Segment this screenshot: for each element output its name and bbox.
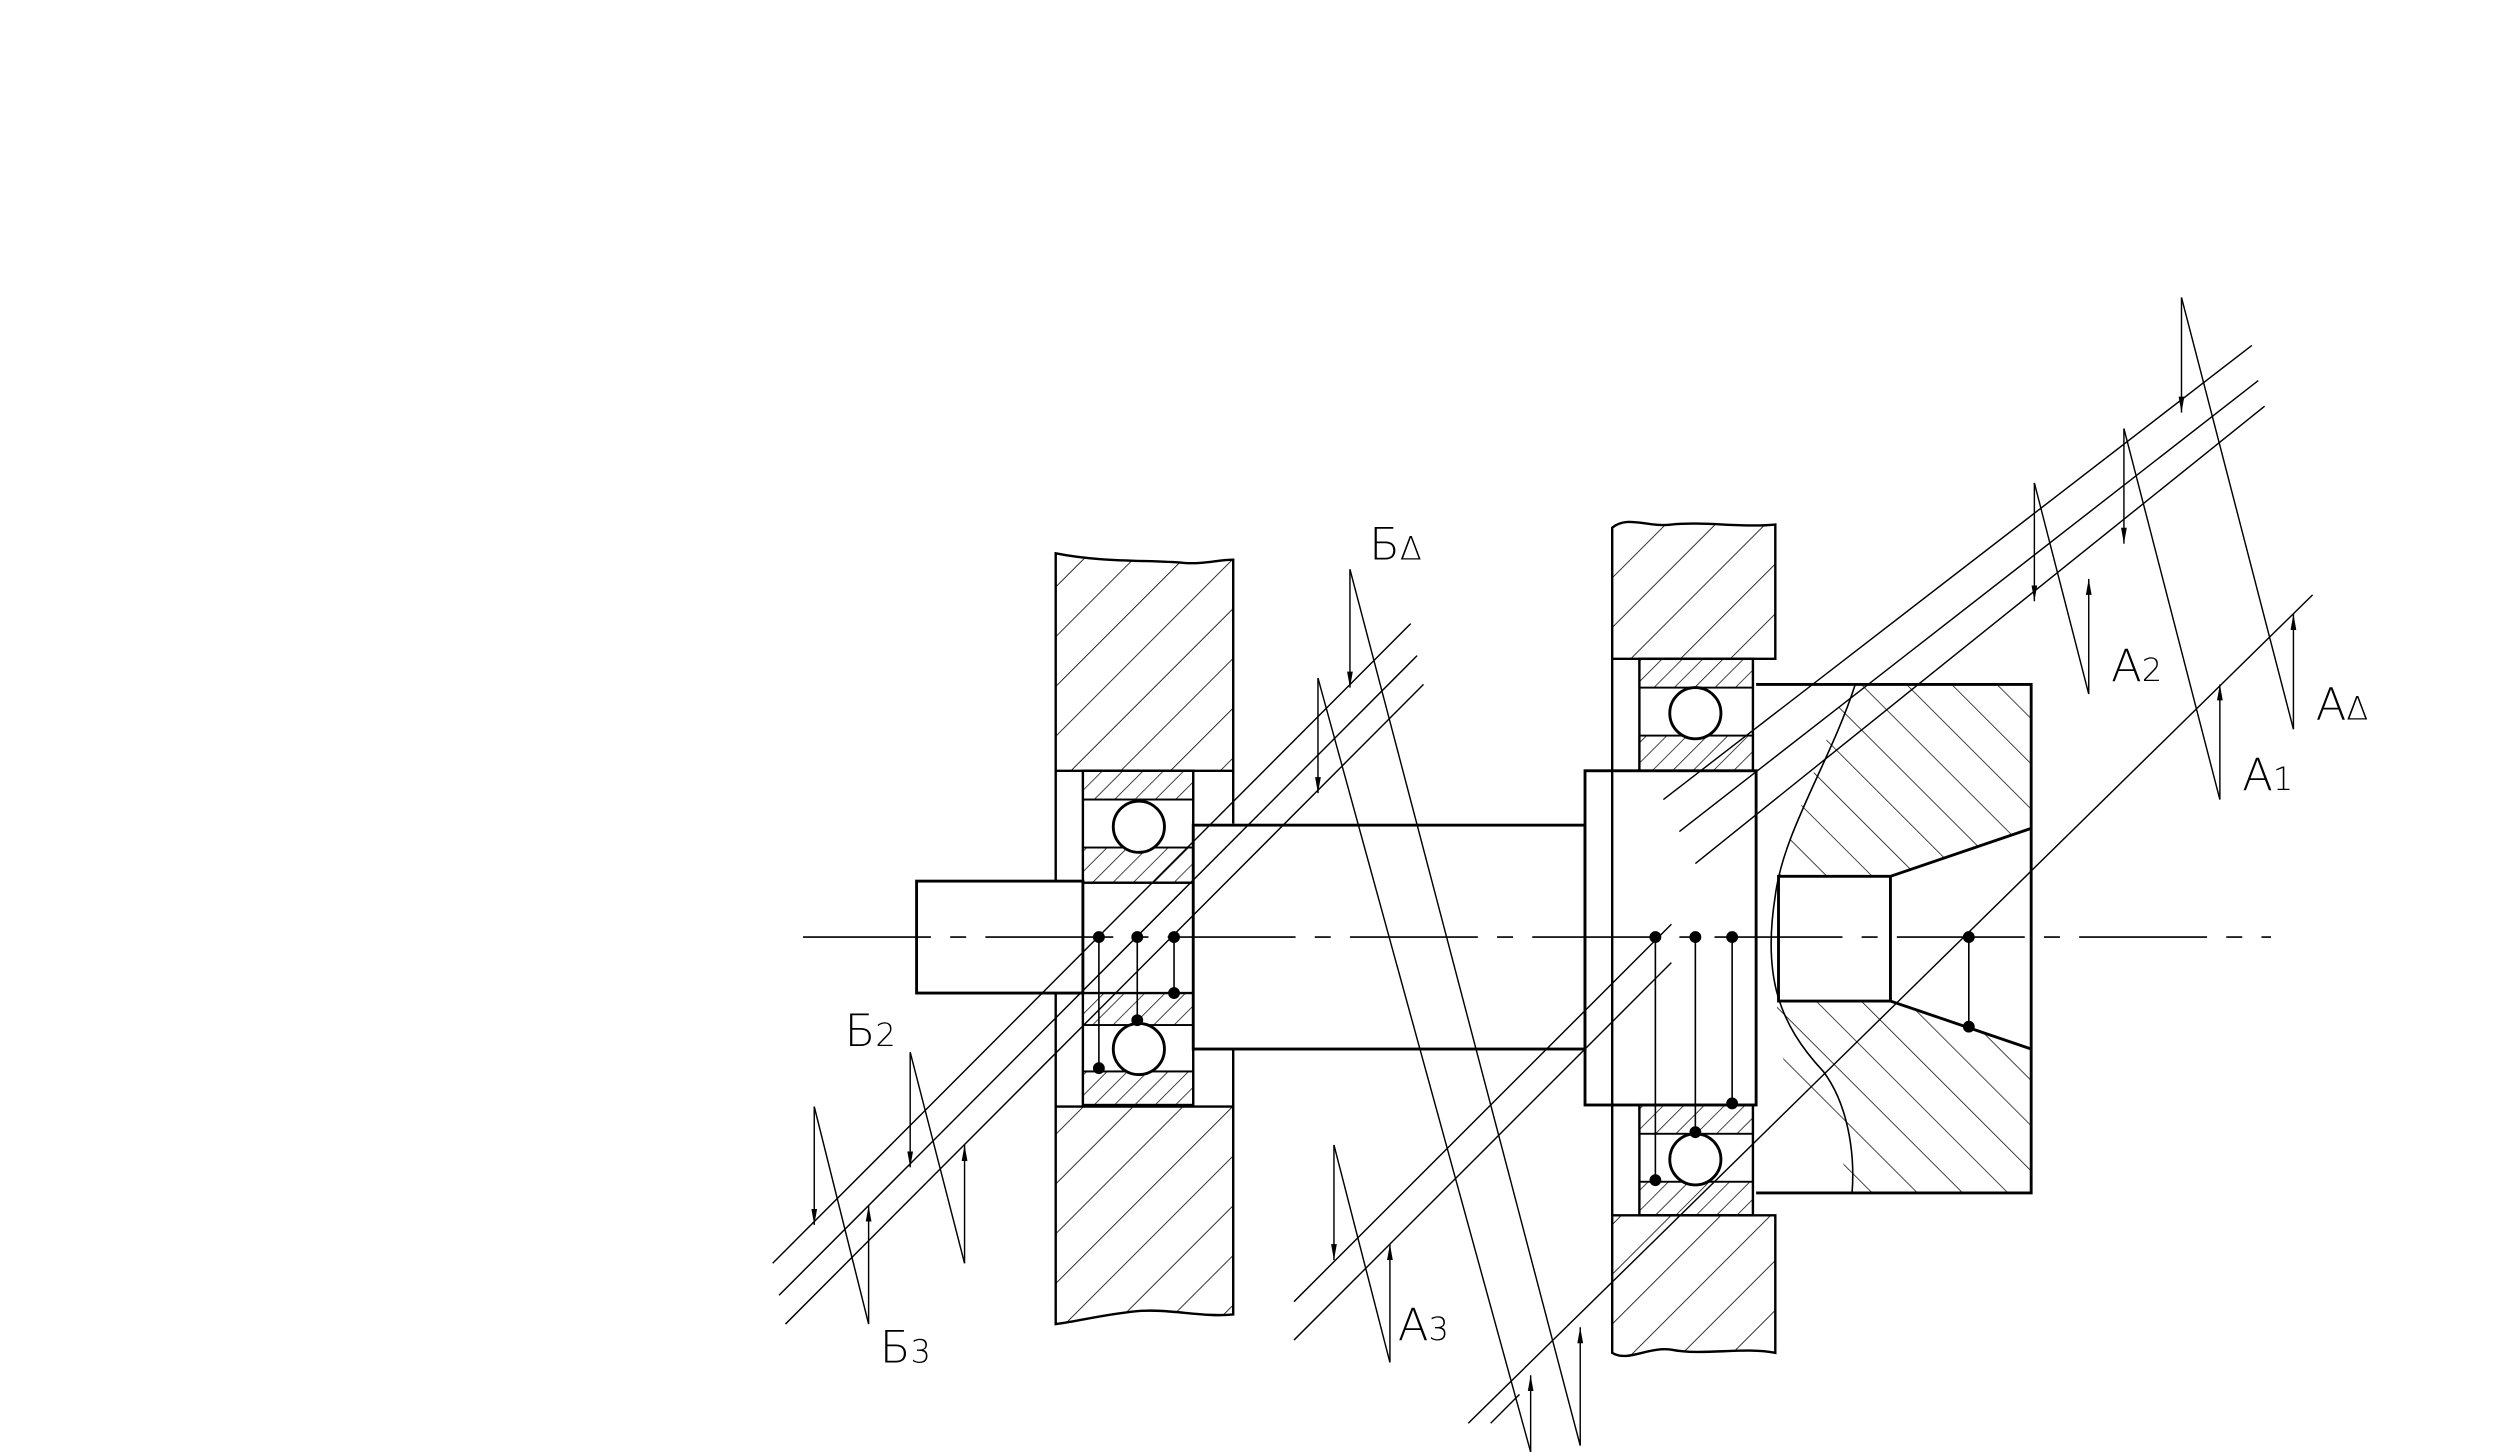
dimension-chain-a	[1467, 297, 2314, 1424]
label-a1: А1	[2242, 748, 2293, 801]
hub	[1756, 682, 2033, 1195]
right-bearing	[1638, 657, 1755, 1217]
left-bearing-ball-top	[1111, 799, 1166, 854]
right-bearing-ball-bottom	[1668, 1132, 1723, 1187]
label-b2: Б2	[845, 1004, 896, 1057]
label-a-delta: АΔ	[2316, 678, 2369, 731]
left-wall-lower	[1054, 1105, 1235, 1326]
right-bearing-ball-top	[1668, 686, 1723, 741]
right-wall-upper	[1611, 520, 1777, 661]
right-wall-lower	[1611, 1214, 1777, 1358]
right-housing-wall	[1611, 520, 1777, 1358]
label-a3: А3	[1398, 1298, 1449, 1351]
left-wall-upper	[1054, 551, 1235, 772]
label-a2: А2	[2111, 639, 2162, 692]
hub-bore	[1777, 826, 2032, 1051]
dimension-chain-b	[772, 569, 1672, 1452]
label-b-delta: БΔ	[1369, 518, 1422, 571]
label-b3: Б3	[880, 1320, 931, 1373]
left-bearing-ball-bottom	[1111, 1021, 1166, 1077]
left-housing-wall	[1054, 551, 1235, 1326]
hub-break-line	[1770, 684, 1857, 1194]
dimension-points	[1092, 931, 1975, 1187]
